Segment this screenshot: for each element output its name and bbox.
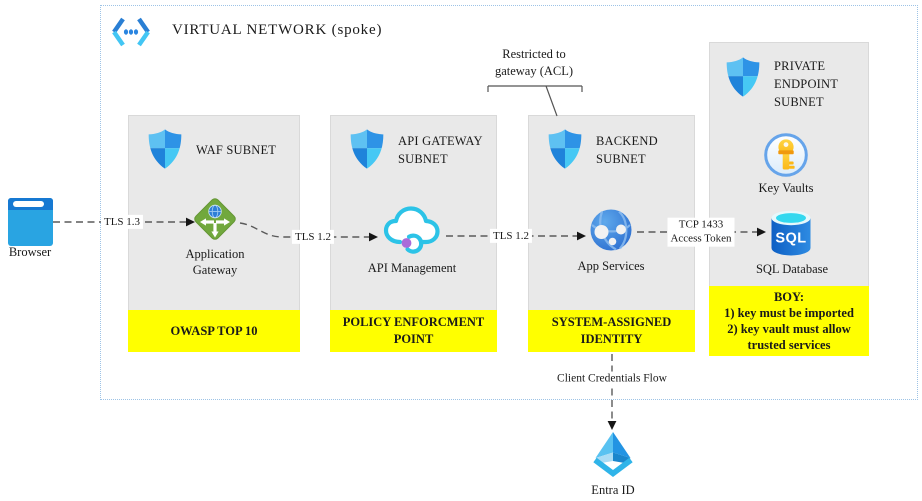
nsg-shield-icon	[148, 129, 182, 169]
subnet-private-endpoint: PRIVATE ENDPOINT SUBNET BOY: 1) key must…	[709, 42, 869, 356]
subnet-private-endpoint-badge: BOY: 1) key must be imported 2) key vaul…	[709, 286, 869, 356]
browser-label: Browser	[8, 245, 52, 259]
entra-id-label: Entra ID	[591, 483, 635, 497]
subnet-api-gateway-badge: POLICY ENFORCMENT POINT	[330, 310, 497, 352]
subnet-backend-badge: SYSTEM-ASSIGNED IDENTITY	[528, 310, 695, 352]
app-services-icon	[590, 209, 632, 251]
app-services-label: App Services	[577, 259, 645, 273]
subnet-private-endpoint-label: PRIVATE ENDPOINT SUBNET	[774, 59, 838, 110]
subnet-api-gateway-label: API GATEWAY SUBNET	[398, 134, 483, 167]
api-management-icon	[383, 206, 440, 254]
vnet-title: VIRTUAL NETWORK (spoke)	[172, 22, 383, 38]
label-tcp-1433: TCP 1433 Access Token	[667, 217, 735, 247]
virtual-network-icon	[112, 17, 150, 47]
key-vaults-label: Key Vaults	[758, 181, 814, 195]
label-tls13: TLS 1.3	[100, 214, 144, 230]
acl-callout-text: Restricted to gateway (ACL)	[494, 47, 574, 78]
badge-line: BOY:	[773, 290, 805, 304]
nsg-shield-icon	[726, 57, 760, 97]
label-tcp-line2: Access Token	[670, 233, 732, 245]
sql-icon-text: SQL	[775, 231, 806, 247]
label-tls12-b: TLS 1.2	[489, 228, 533, 244]
subnet-backend-label: BACKEND SUBNET	[596, 134, 658, 167]
arrowhead	[607, 421, 617, 430]
nsg-shield-icon	[350, 129, 384, 169]
key-vault-icon	[764, 133, 808, 177]
entra-id-icon	[593, 432, 633, 477]
sql-database-icon: SQL	[771, 210, 811, 256]
api-management-label: API Management	[367, 261, 457, 275]
badge-line: 2) key vault must allow trusted services	[727, 322, 851, 352]
subnet-waf-label: WAF SUBNET	[196, 143, 277, 157]
nsg-shield-icon	[548, 129, 582, 169]
label-tls12-a: TLS 1.2	[291, 229, 335, 245]
application-gateway-label: Application Gateway	[185, 247, 245, 277]
sql-database-label: SQL Database	[755, 262, 829, 276]
subnet-waf-badge: OWASP TOP 10	[128, 310, 300, 352]
badge-line: 1) key must be imported	[724, 306, 854, 320]
application-gateway-icon	[194, 198, 236, 240]
browser-icon	[8, 198, 53, 246]
label-client-credentials-flow: Client Credentials Flow	[554, 371, 670, 387]
label-tcp-line1: TCP 1433	[678, 218, 724, 231]
